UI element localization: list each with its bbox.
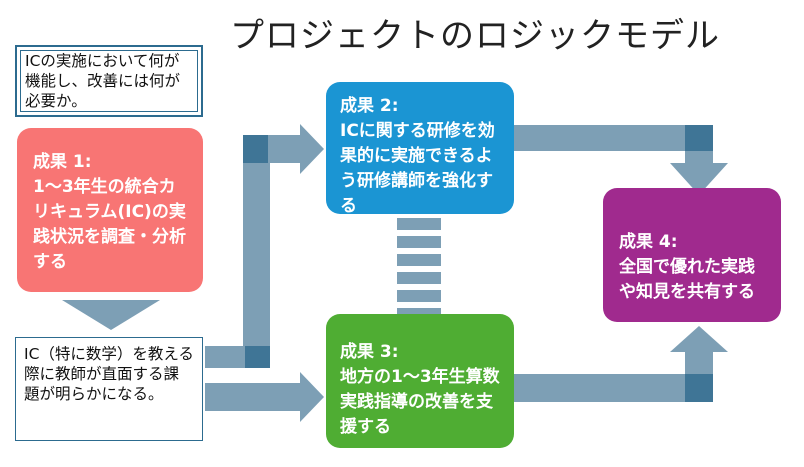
connector-joint-top — [243, 135, 270, 163]
arrow-to-outcome-2-shaft — [268, 135, 302, 163]
dashed-link-2-3 — [397, 218, 441, 314]
arrow-to-outcome-2-head — [300, 124, 324, 174]
connector-joint-bottom — [243, 346, 270, 368]
outcome-4-text: 全国で優れた実践や知見を共有する — [619, 257, 755, 302]
arrow-2-to-4-joint — [685, 125, 713, 151]
outcome-3-box: 成果 3: 地方の1〜3年生算数実践指導の改善を支援する — [326, 314, 514, 448]
outcome-3-text: 地方の1〜3年生算数実践指導の改善を支援する — [340, 367, 500, 437]
arrow-2-to-4-horizontal — [514, 125, 686, 151]
outcome-1-box: 成果 1: 1〜3年生の統合カリキュラム(IC)の実践状況を調査・分析する — [17, 128, 203, 292]
outcome-2-heading: 成果 2: — [340, 96, 399, 116]
connector-vertical-left — [243, 135, 270, 367]
outcome-3-heading: 成果 3: — [340, 342, 399, 362]
outcome-1-text: 1〜3年生の統合カリキュラム(IC)の実践状況を調査・分析する — [33, 177, 186, 272]
arrow-2-to-4-head — [670, 163, 728, 195]
outcome-4-heading: 成果 4: — [619, 232, 678, 252]
connector-stub-bottom — [205, 346, 245, 368]
arrow-down-from-outcome-1 — [62, 300, 160, 330]
arrow-3-to-4-joint — [685, 374, 713, 402]
note-bottom: IC（特に数学）を教える際に教師が直面する課題が明らかになる。 — [15, 337, 203, 441]
page-title: プロジェクトのロジックモデル — [230, 16, 720, 56]
outcome-1-heading: 成果 1: — [33, 152, 92, 172]
arrow-3-to-4-horizontal — [514, 374, 686, 402]
outcome-2-text: ICに関する研修を効果的に実施できるよう研修講師を強化する — [340, 121, 495, 216]
arrow-to-outcome-3-head — [300, 372, 324, 422]
arrow-3-to-4-head — [670, 326, 728, 352]
outcome-4-box: 成果 4: 全国で優れた実践や知見を共有する — [603, 188, 781, 322]
arrow-to-outcome-3-shaft — [205, 383, 303, 411]
outcome-2-box: 成果 2: ICに関する研修を効果的に実施できるよう研修講師を強化する — [326, 82, 514, 216]
note-top: ICの実施において何が機能し、改善には何が必要か。 — [15, 45, 203, 117]
